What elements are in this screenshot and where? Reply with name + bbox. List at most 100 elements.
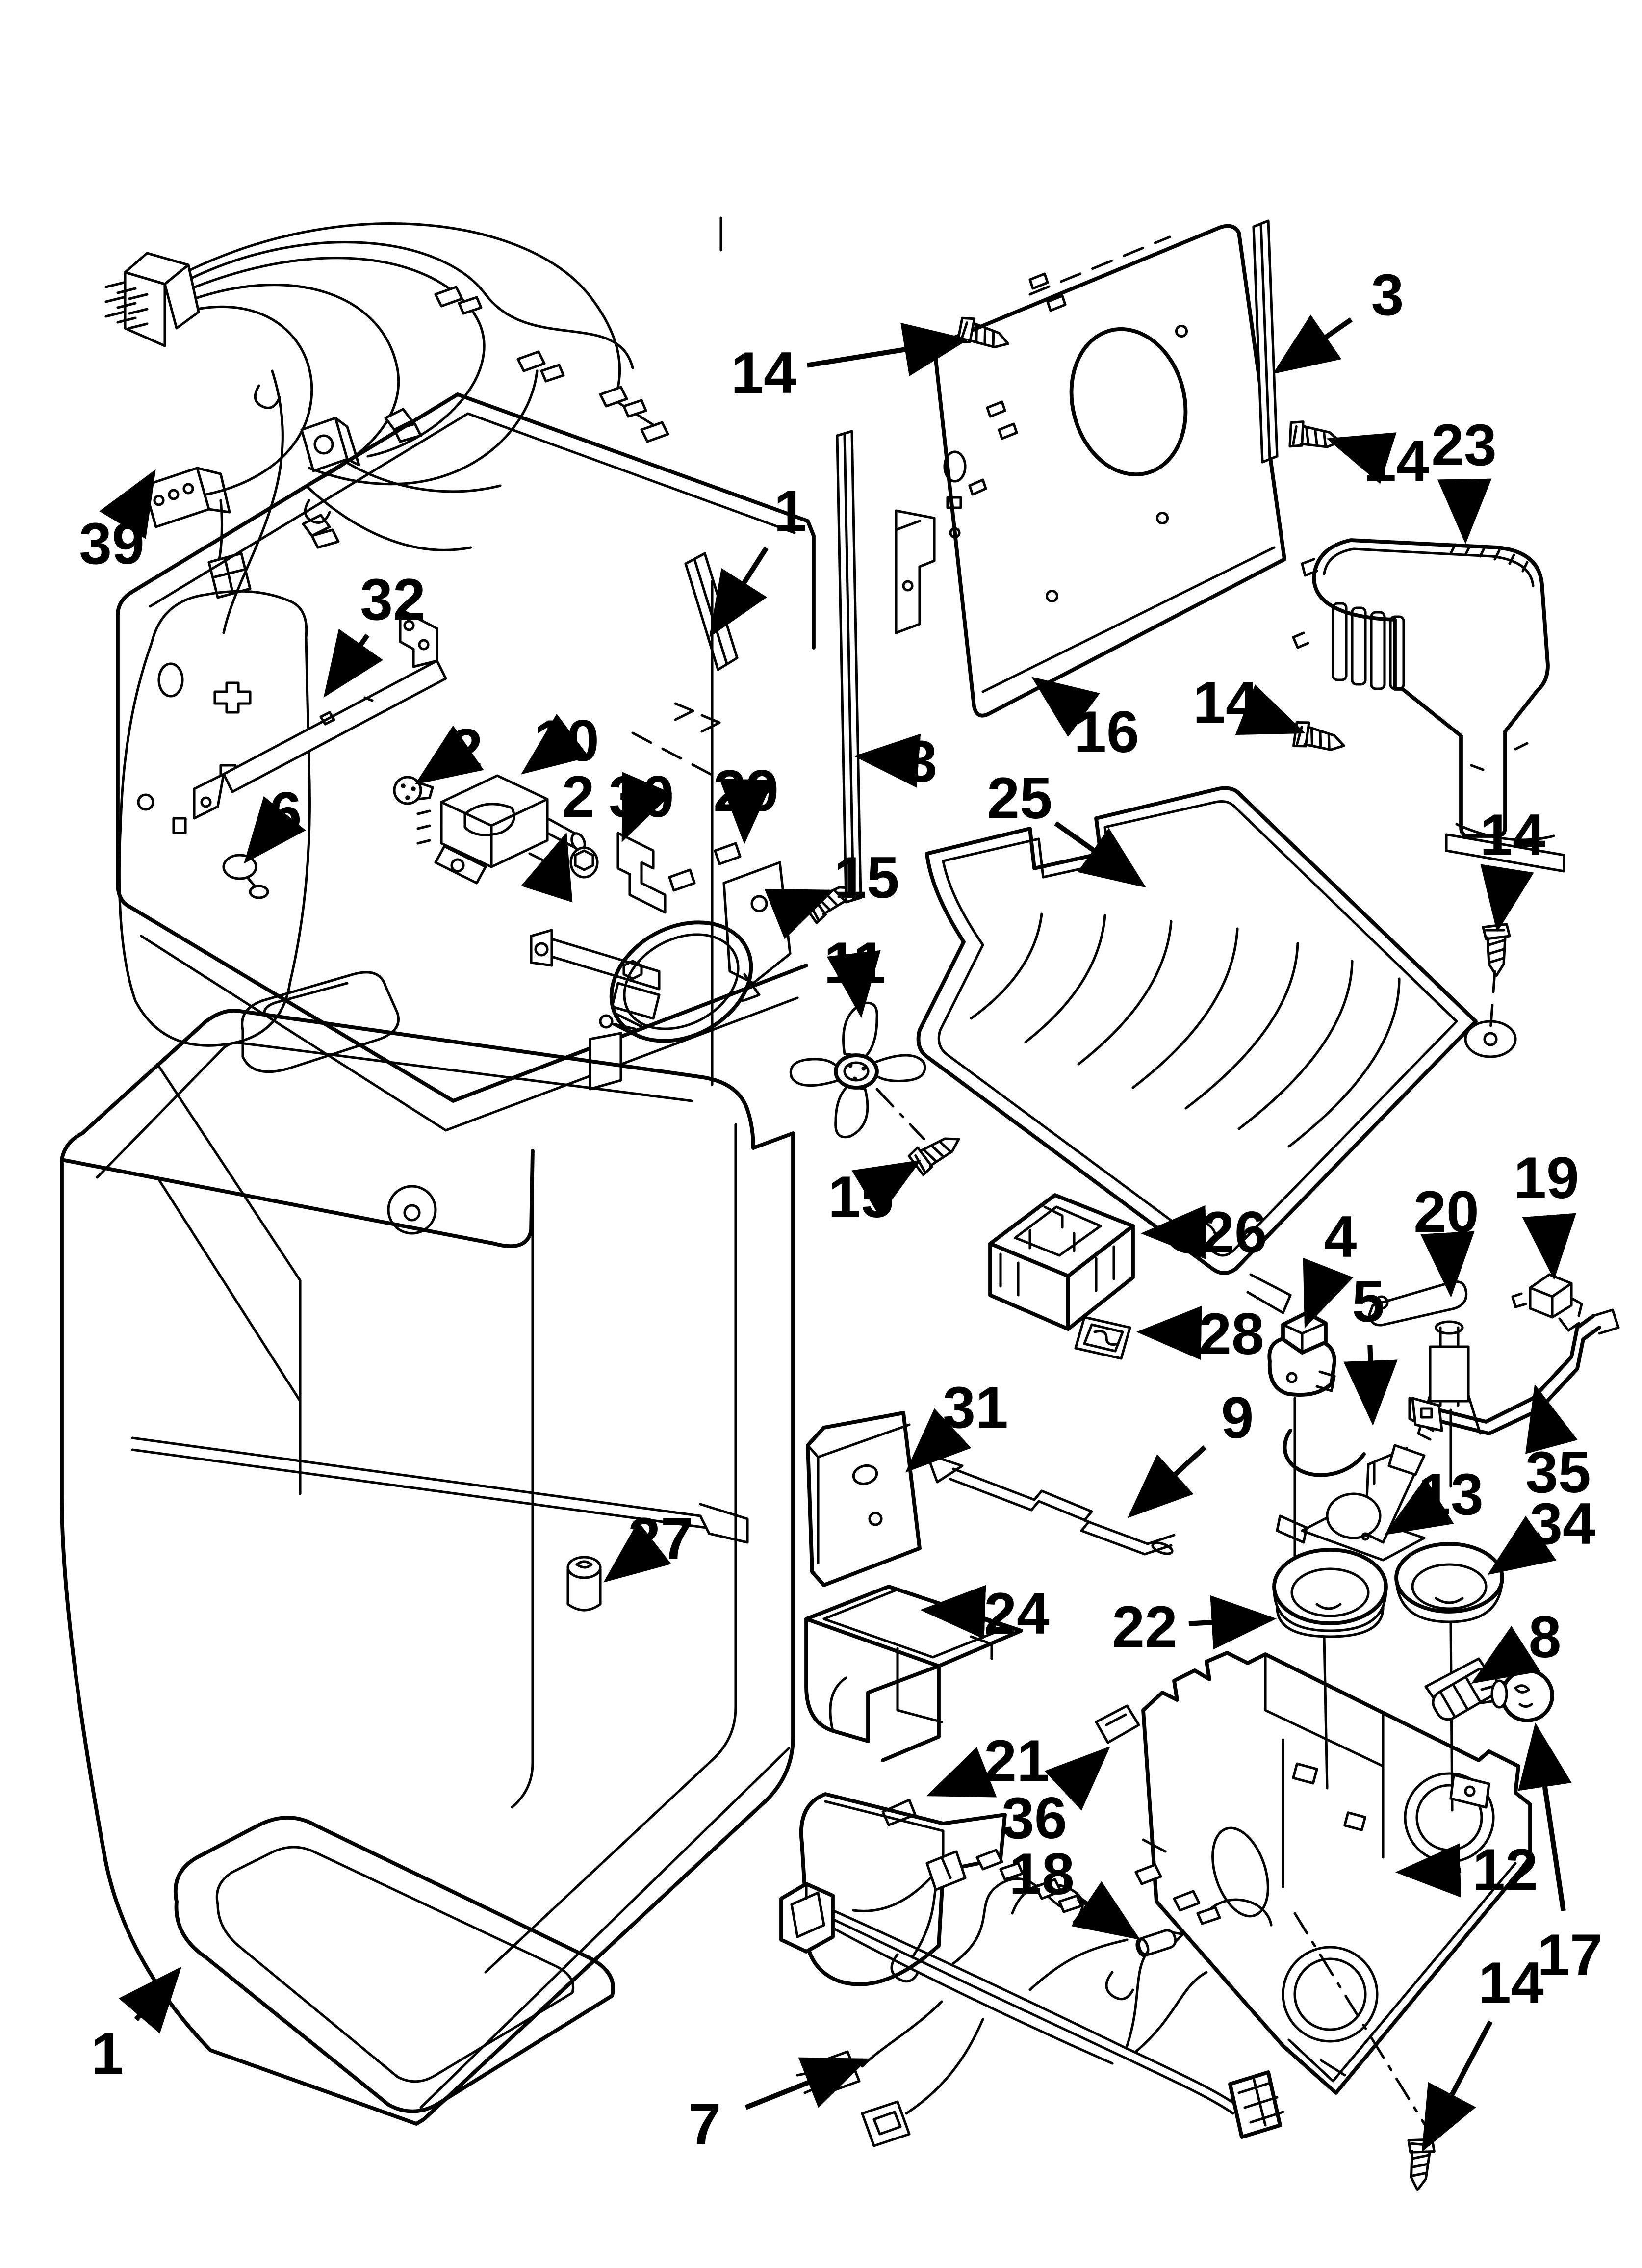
callout-label-9: 9 xyxy=(1221,1385,1254,1451)
callout-label-15: 15 xyxy=(828,1164,893,1230)
callout-label-28: 28 xyxy=(1199,1301,1264,1367)
callout-arrow-5 xyxy=(1343,1345,1398,1426)
callout-arrow-20 xyxy=(1420,1231,1475,1298)
callout-label-27: 27 xyxy=(628,1506,693,1571)
callout-label-18: 18 xyxy=(1009,1841,1074,1907)
callout-arrow-31 xyxy=(905,1408,972,1473)
callout-arrow-14 xyxy=(1235,684,1306,735)
callout-label-3: 3 xyxy=(905,729,938,794)
callout-arrow-11 xyxy=(826,950,881,1018)
nut-2b xyxy=(569,846,599,879)
control-bracket-32 xyxy=(193,608,447,820)
harness-39-female-connector xyxy=(143,467,231,528)
callout-arrow-36 xyxy=(1044,1746,1111,1811)
callout-label-22: 22 xyxy=(1112,1594,1177,1660)
callout-arrow-10 xyxy=(521,713,590,775)
callout-arrow-26 xyxy=(1140,1205,1206,1260)
callout-label-21: 21 xyxy=(984,1728,1049,1794)
callout-label-11: 11 xyxy=(824,930,886,996)
callout-arrow-34 xyxy=(1487,1515,1557,1575)
screw-15b xyxy=(907,1128,965,1176)
grommet-cup-34 xyxy=(1394,1542,1504,1812)
fresh-food-liner xyxy=(60,971,795,2126)
shelf-roller-27 xyxy=(566,1556,602,1612)
callout-label-8: 8 xyxy=(1529,1604,1562,1670)
air-tower-21 xyxy=(799,1792,1007,1986)
callout-arrow-23 xyxy=(1437,478,1492,545)
callout-label-23: 23 xyxy=(1431,412,1496,478)
dash-leader xyxy=(631,731,737,789)
callout-label-32: 32 xyxy=(360,567,425,632)
callout-label-2: 2 xyxy=(562,764,595,830)
clip-28 xyxy=(1074,1316,1131,1360)
callout-label-26: 26 xyxy=(1202,1199,1267,1265)
callout-arrow-7 xyxy=(744,2057,869,2110)
callout-arrow-22 xyxy=(1188,1595,1277,1650)
callout-arrow-14 xyxy=(1326,432,1397,484)
callout-label-24: 24 xyxy=(984,1581,1050,1646)
screw-14a xyxy=(955,315,1012,357)
callout-label-15: 15 xyxy=(834,845,899,911)
shelf-rail xyxy=(131,1436,749,1544)
callout-label-14: 14 xyxy=(731,340,796,406)
callout-label-6: 6 xyxy=(269,780,302,846)
callout-arrow-39 xyxy=(99,469,156,539)
screw-14d xyxy=(1483,924,1510,976)
harness-39-main-connector xyxy=(104,252,200,347)
callout-label-17: 17 xyxy=(1537,1922,1602,1988)
callout-label-30: 30 xyxy=(609,764,674,830)
callout-label-14: 14 xyxy=(1480,802,1545,868)
callout-label-7: 7 xyxy=(689,2091,721,2157)
callout-arrow-27 xyxy=(603,1521,671,1583)
callout-arrow-21 xyxy=(926,1747,997,1798)
callout-arrow-3 xyxy=(1272,314,1353,374)
callout-label-4: 4 xyxy=(1324,1204,1357,1270)
callout-arrow-24 xyxy=(920,1585,986,1640)
callout-arrow-13 xyxy=(1384,1478,1454,1535)
freezer-liner-shell xyxy=(116,216,816,1132)
lamp-cup-22 xyxy=(1272,1548,1388,1790)
callout-label-5: 5 xyxy=(1352,1269,1385,1334)
shelf-module-24 xyxy=(804,1585,1023,1762)
thermostat-10 xyxy=(416,774,586,885)
evaporator-panel-16 xyxy=(836,219,1286,904)
callout-label-13: 13 xyxy=(1418,1461,1483,1527)
callout-label-1: 1 xyxy=(91,2021,124,2086)
callout-label-14: 14 xyxy=(1193,670,1258,735)
callout-label-14: 14 xyxy=(1478,1950,1544,2016)
callout-arrow-12 xyxy=(1395,1843,1462,1898)
callout-label-35: 35 xyxy=(1525,1439,1591,1505)
label-plate-36 xyxy=(1095,1704,1140,1744)
callout-label-10: 10 xyxy=(534,708,599,774)
callout-label-25: 25 xyxy=(987,765,1052,831)
callout-arrow-25 xyxy=(1054,821,1147,888)
callout-arrow-32 xyxy=(323,628,384,698)
chevron-marks xyxy=(674,702,721,733)
bracket-30 xyxy=(616,832,667,914)
fan-mount-13 xyxy=(1276,1444,1426,1570)
callout-label-16: 16 xyxy=(1074,699,1139,765)
callout-arrow-15 xyxy=(851,1160,922,1217)
callout-arrow-14 xyxy=(1421,2020,1493,2152)
callout-label-36: 36 xyxy=(1001,1785,1067,1851)
callout-arrow-35 xyxy=(1525,1384,1578,1454)
grommet-2a xyxy=(393,776,434,805)
callout-arrow-14 xyxy=(1480,864,1534,933)
drain-pan-25 xyxy=(916,786,1517,1314)
harness-39-clip xyxy=(302,514,340,549)
harness-39-switch xyxy=(300,417,360,472)
defrost-thermostat-4 xyxy=(1267,1311,1336,1584)
callout-arrow-15 xyxy=(764,888,835,939)
callout-label-12: 12 xyxy=(1472,1837,1538,1903)
callout-label-34: 34 xyxy=(1530,1491,1595,1557)
callout-arrow-19 xyxy=(1522,1213,1576,1280)
callout-label-20: 20 xyxy=(1413,1179,1479,1245)
screw-14b xyxy=(1287,420,1342,455)
callout-arrow-17 xyxy=(1518,1722,1572,1911)
clip-19 xyxy=(1511,1273,1583,1332)
callout-label-14: 14 xyxy=(1363,428,1429,494)
callout-arrow-1 xyxy=(709,547,769,638)
